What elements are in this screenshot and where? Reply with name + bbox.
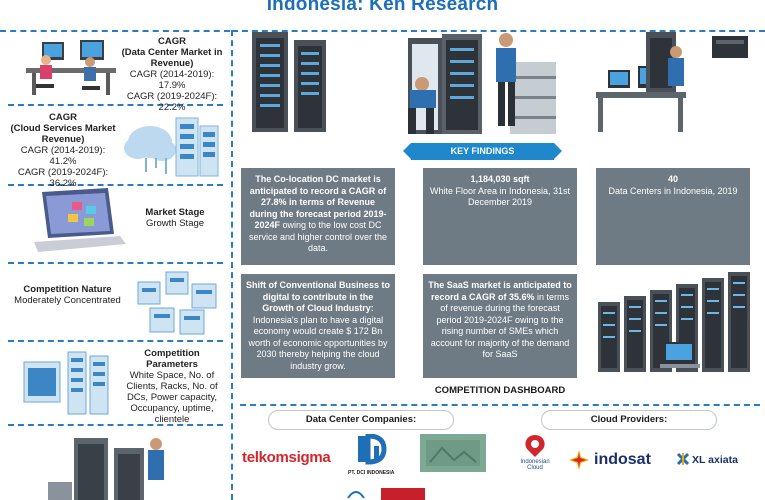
indonesian-cloud-logo-text: Indonesian Cloud bbox=[520, 459, 550, 471]
cagr-cloud-line2-label: CAGR (2019-2024F): bbox=[17, 167, 109, 178]
competition-nature-value: Moderately Concentrated bbox=[14, 295, 121, 306]
finding-card-colocation-text: owing to the low cost DC service and hig… bbox=[248, 220, 388, 253]
divider bbox=[8, 184, 223, 186]
office-workers-illustration bbox=[26, 40, 116, 95]
xl-logo-mark bbox=[676, 452, 690, 466]
key-findings-banner: KEY FINDINGS bbox=[403, 143, 562, 160]
server-rack-illustration bbox=[23, 351, 109, 415]
finding-card-digital-shift-bold: Shift of Conventional Business to digita… bbox=[246, 280, 391, 313]
top-right-rule bbox=[232, 30, 765, 32]
cagr-cloud-line2-value: 36.2% bbox=[49, 178, 77, 189]
dc-companies-label: Data Center Companies: bbox=[268, 410, 454, 430]
competition-nature-stat: Competition Nature Moderately Concentrat… bbox=[10, 284, 125, 306]
finding-card-colocation-bold: The Co-location DC market is anticipated… bbox=[249, 174, 387, 230]
server-boxes-illustration bbox=[137, 271, 217, 335]
cagr-cloud-line1-value: 41.2% bbox=[49, 156, 77, 167]
divider bbox=[8, 424, 223, 426]
cagr-dc-line1-label: CAGR (2014-2019): bbox=[129, 69, 215, 80]
cagr-cloud-heading: CAGR bbox=[49, 112, 77, 123]
cagr-dc-line2-value: 22.2% bbox=[158, 102, 186, 113]
cagr-cloud-line1-label: CAGR (2014-2019): bbox=[20, 145, 106, 156]
finding-card-digital-shift-text: Indonesia's plan to have a digital econo… bbox=[248, 314, 388, 371]
competition-params-stat: Competition Parameters White Space, No. … bbox=[118, 348, 226, 425]
partial-logo-red bbox=[381, 488, 425, 500]
partial-logo-teal bbox=[347, 491, 365, 499]
cagr-dc-line2-label: CAGR (2019-2024F): bbox=[126, 91, 218, 102]
finding-card-saas: The SaaS market is anticipated to record… bbox=[423, 274, 577, 378]
cagr-dc-line1-value: 17.9% bbox=[158, 80, 186, 91]
technician-rack-illustration bbox=[48, 438, 164, 500]
dci-logo-mark bbox=[358, 434, 387, 465]
finding-card-dc-count-bold: 40 bbox=[667, 174, 678, 184]
competition-params-heading: Competition Parameters bbox=[144, 348, 200, 370]
divider bbox=[8, 340, 223, 342]
dashboard-rule bbox=[240, 404, 760, 406]
indosat-logo-text: indosat bbox=[594, 451, 651, 468]
finding-card-dc-count-text: Data Centers in Indonesia, 2019 bbox=[608, 185, 738, 196]
market-stage-value: Growth Stage bbox=[145, 218, 205, 229]
divider bbox=[8, 262, 223, 264]
finding-card-colocation: The Co-location DC market is anticipated… bbox=[241, 168, 395, 265]
datacenter-illustration bbox=[598, 272, 750, 372]
cagr-cloud-stat: CAGR (Cloud Services Market Revenue) CAG… bbox=[8, 112, 118, 189]
market-stage-heading: Market Stage bbox=[145, 207, 205, 218]
competition-nature-heading: Competition Nature bbox=[23, 284, 112, 295]
divider bbox=[8, 104, 223, 106]
finding-card-dc-count: 40 Data Centers in Indonesia, 2019 bbox=[596, 168, 750, 265]
cagr-dc-sub: (Data Center Market in Revenue) bbox=[121, 47, 223, 69]
cagr-cloud-sub: (Cloud Services Market Revenue) bbox=[10, 123, 116, 145]
server-racks-top-illustration bbox=[252, 32, 748, 134]
page-title: Indonesia: Ken Research bbox=[266, 0, 499, 15]
dci-logo-text: PT. DCI INDONESIA bbox=[348, 470, 395, 476]
indonesian-cloud-logo-mark bbox=[525, 435, 545, 457]
finding-card-digital-shift: Shift of Conventional Business to digita… bbox=[241, 274, 395, 378]
cagr-dc-stat: CAGR (Data Center Market in Revenue) CAG… bbox=[118, 36, 226, 113]
finding-card-saas-text: in terms of revenue during the forecast … bbox=[430, 291, 570, 360]
left-column-divider bbox=[231, 30, 233, 500]
xl-axiata-logo-text: XL axiata bbox=[692, 454, 738, 466]
finding-card-saas-bold: The SaaS market is anticipated to record… bbox=[428, 280, 572, 302]
cagr-dc-heading: CAGR bbox=[158, 36, 186, 47]
competition-params-value: White Space, No. of Clients, Racks, No. … bbox=[126, 370, 218, 425]
competition-dashboard-title: COMPETITION DASHBOARD bbox=[434, 385, 566, 396]
cloud-providers-label: Cloud Providers: bbox=[541, 410, 717, 430]
datacenter-company-logo bbox=[420, 434, 486, 472]
finding-card-white-floor-bold: 1,184,030 sqft bbox=[470, 174, 530, 184]
telkomsigma-logo: telkomsigma bbox=[242, 449, 331, 466]
indosat-star-icon bbox=[569, 450, 589, 470]
laptop-illustration bbox=[34, 188, 126, 252]
finding-card-white-floor: 1,184,030 sqft White Floor Area in Indon… bbox=[423, 168, 577, 265]
market-stage-stat: Market Stage Growth Stage bbox=[124, 207, 226, 229]
top-left-rule bbox=[0, 30, 230, 32]
cloud-servers-illustration bbox=[124, 117, 219, 177]
finding-card-white-floor-text: White Floor Area in Indonesia, 31st Dece… bbox=[429, 185, 571, 208]
